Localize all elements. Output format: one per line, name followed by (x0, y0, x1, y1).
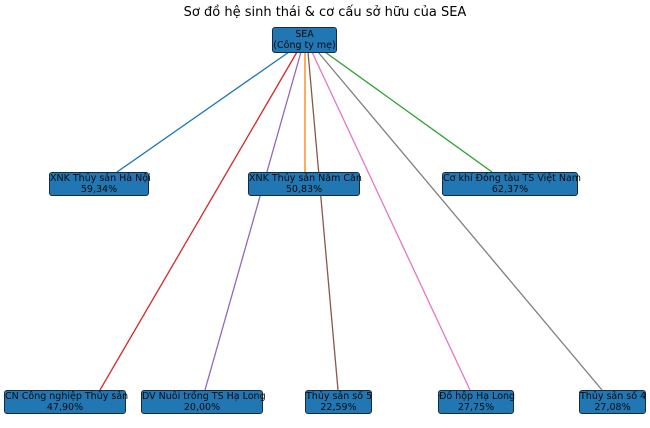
subsidiary-share: 20,00% (183, 402, 221, 413)
subsidiary-share: 62,37% (491, 184, 529, 195)
node-subsidiary: DV Nuôi trồng TS Hạ Long 20,00% (141, 390, 266, 414)
subsidiary-name: XNK Thủy sản Hà Nội (50, 173, 151, 184)
subsidiary-name: Đồ hộp Hạ Long (439, 391, 516, 402)
subsidiary-name: Thủy sản số 4 (580, 391, 647, 402)
ownership-edge (324, 51, 493, 173)
subsidiary-name: Thủy sản số 5 (306, 391, 373, 402)
node-subsidiary: CN Công nghiệp Thủy sản 47,90% (4, 390, 129, 414)
ownership-edge (311, 51, 471, 391)
node-subsidiary: Thủy sản số 4 27,08% (579, 390, 646, 414)
subsidiary-name: CN Công nghiệp Thủy sản (5, 391, 129, 402)
ownership-edge (317, 51, 603, 391)
node-subsidiary: Đồ hộp Hạ Long 27,75% (438, 390, 516, 414)
subsidiary-share: 27,75% (457, 402, 495, 413)
node-subsidiary: Thủy sản số 5 22,59% (305, 390, 372, 414)
subsidiary-share: 47,90% (46, 402, 84, 413)
ownership-edge (307, 51, 339, 391)
node-subsidiary: Cơ khí Đóng tàu TS Việt Nam 62,37% (442, 172, 582, 196)
ownership-edge (116, 51, 290, 173)
subsidiary-share: 22,59% (320, 402, 357, 413)
ownership-edge (204, 51, 302, 391)
subsidiary-name: Cơ khí Đóng tàu TS Việt Nam (443, 173, 582, 184)
node-subsidiary: XNK Thủy sản Năm Căn 50,83% (248, 172, 362, 196)
node-subsidiary: XNK Thủy sản Hà Nội 59,34% (49, 172, 151, 196)
subsidiary-share: 50,83% (285, 184, 323, 195)
subsidiary-share: 59,34% (80, 184, 118, 195)
root-name: SEA (295, 29, 314, 40)
node-root-sea: SEA (Công ty mẹ) (272, 27, 337, 53)
ownership-edge (99, 51, 298, 391)
subsidiary-name: DV Nuôi trồng TS Hạ Long (142, 391, 266, 402)
root-subtitle: (Công ty mẹ) (273, 40, 336, 51)
diagram-title: Sơ đồ hệ sinh thái & cơ cấu sở hữu của S… (183, 5, 467, 20)
subsidiary-share: 27,08% (594, 402, 631, 413)
subsidiary-name: XNK Thủy sản Năm Căn (249, 173, 362, 184)
